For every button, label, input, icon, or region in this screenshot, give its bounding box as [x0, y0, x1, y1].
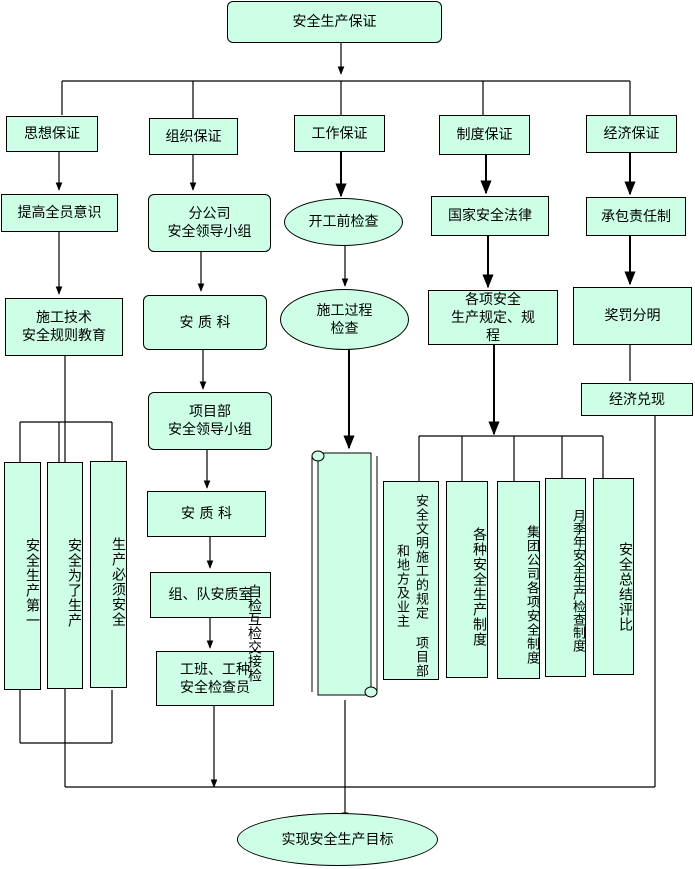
header-economic: 经济保证: [586, 115, 677, 153]
header-thought: 思想保证: [6, 116, 98, 152]
economic-item-1-label: 承包责任制: [601, 208, 671, 225]
economic-item-3: 经济兑现: [581, 383, 693, 416]
thought-item-2-label: 施工技术 安全规则教育: [22, 310, 106, 344]
system-item-2: 各项安全 生产规定、规 程: [428, 290, 558, 345]
thought-item-2: 施工技术 安全规则教育: [5, 298, 123, 356]
org-item-2: 安 质 科: [143, 295, 267, 350]
economic-item-2: 奖罚分明: [573, 287, 692, 345]
system-leaf-2: 各种安全生产制度: [446, 481, 488, 678]
system-leaf-4: 月季年安全生产检查制度: [545, 478, 586, 677]
thought-leaf-1: 安全生产第一: [4, 462, 41, 690]
root-label: 安全生产保证: [292, 14, 377, 30]
system-leaf-3-label: 集团公司各项安全制度: [524, 525, 539, 665]
header-organization-label: 组织保证: [165, 128, 222, 145]
org-item-3-label: 项目部 安全领导小组: [168, 404, 252, 438]
system-leaf-5: 安全总结评比: [593, 478, 634, 675]
org-item-4: 安 质 科: [147, 491, 266, 537]
scroll-shape: [311, 450, 378, 698]
org-item-5-label: 组、队安质室: [168, 587, 253, 603]
header-economic-label: 经济保证: [603, 126, 660, 142]
work-item-2-label: 施工过程 检查: [316, 302, 373, 337]
system-item-1-label: 国家安全法律: [448, 208, 532, 224]
header-work-label: 工作保证: [311, 125, 368, 142]
work-item-1-label: 开工前检查: [308, 214, 379, 230]
org-item-3: 项目部 安全领导小组: [148, 392, 272, 450]
org-item-2-label: 安 质 科: [179, 314, 231, 331]
org-item-4-label: 安 质 科: [181, 506, 232, 522]
header-system-label: 制度保证: [456, 127, 513, 143]
root-node: 安全生产保证: [227, 1, 442, 43]
org-item-6: 工班、工种 安全检查员: [156, 651, 274, 706]
org-item-6-label: 工班、工种 安全检查员: [180, 661, 250, 696]
system-leaf-5-label: 安全总结评比: [617, 541, 633, 632]
work-item-2: 施工过程 检查: [280, 289, 409, 350]
economic-item-2-label: 奖罚分明: [604, 308, 661, 324]
system-leaf-1-label: 安全文明施工的规定 项目部和地方及业主: [394, 493, 428, 678]
system-leaf-3: 集团公司各项安全制度: [497, 481, 540, 679]
system-item-2-label: 各项安全 生产规定、规 程: [451, 291, 535, 344]
header-work: 工作保证: [294, 115, 385, 152]
goal-node: 实现安全生产目标: [237, 813, 438, 866]
org-item-1: 分公司 安全领导小组: [148, 194, 271, 252]
economic-item-1: 承包责任制: [586, 197, 686, 236]
work-item-1: 开工前检查: [284, 198, 403, 246]
system-leaf-4-label: 月季年安全生产检查制度: [570, 509, 585, 652]
goal-label: 实现安全生产目标: [281, 831, 394, 848]
org-side-note: 自检互检交接检: [246, 584, 262, 682]
system-leaf-2-label: 各种安全生产制度: [471, 526, 487, 647]
thought-leaf-3: 生产必须安全: [90, 461, 127, 688]
header-organization: 组织保证: [149, 118, 238, 155]
header-system: 制度保证: [439, 115, 530, 155]
thought-leaf-2: 安全为了生产: [47, 462, 83, 689]
org-item-1-label: 分公司 安全领导小组: [167, 206, 252, 240]
thought-item-1-label: 提高全员意识: [17, 205, 102, 221]
thought-item-1: 提高全员意识: [1, 194, 118, 232]
org-item-5: 组、队安质室: [150, 572, 271, 618]
economic-item-3-label: 经济兑现: [609, 391, 665, 408]
thought-leaf-1-label: 安全生产第一: [24, 538, 40, 628]
thought-leaf-3-label: 生产必须安全: [110, 536, 126, 627]
system-item-1: 国家安全法律: [431, 196, 549, 236]
system-leaf-1: 安全文明施工的规定 项目部和地方及业主: [383, 481, 439, 680]
thought-leaf-2-label: 安全为了生产: [66, 537, 82, 628]
header-thought-label: 思想保证: [24, 126, 80, 142]
